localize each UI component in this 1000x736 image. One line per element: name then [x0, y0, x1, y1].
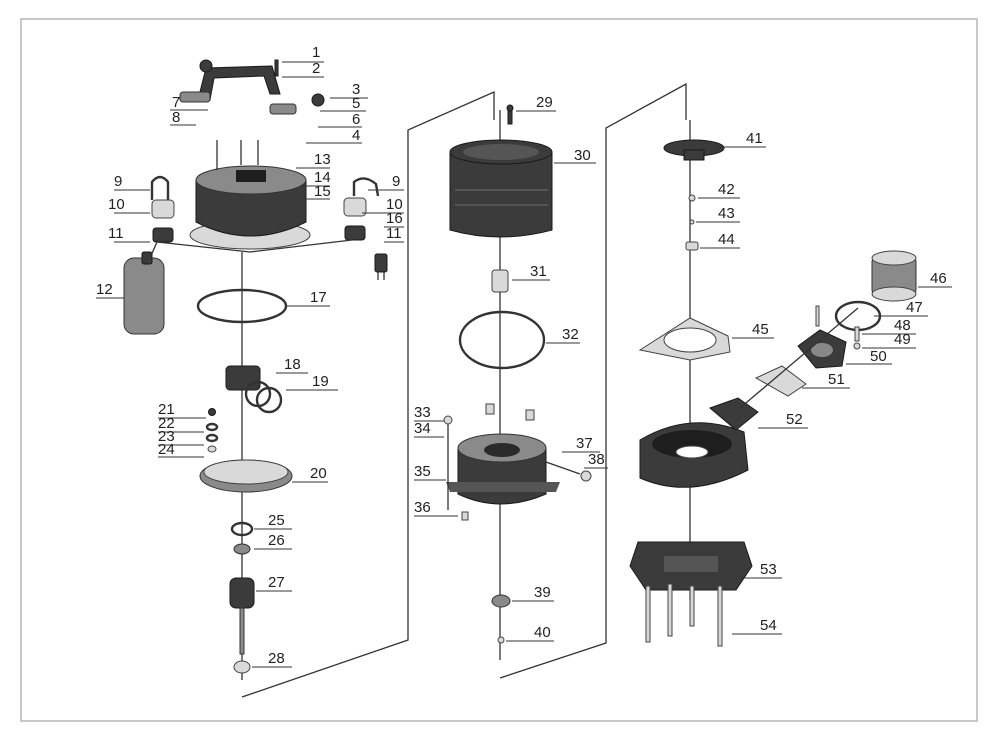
- callout-43: 43: [718, 205, 735, 222]
- callout-22: 22: [158, 415, 175, 432]
- callout-15: 15: [314, 183, 331, 200]
- callout-48: 48: [894, 317, 911, 334]
- impeller: [663, 139, 725, 161]
- gasket-51: [754, 365, 807, 397]
- callout-26: 26: [268, 532, 285, 549]
- callout-19: 19: [312, 373, 329, 390]
- callout-28: 28: [268, 650, 285, 667]
- callout-11-left: 11: [108, 225, 124, 242]
- o-ring-25: [230, 521, 254, 537]
- callout-labels: 1 2 3 5 6 4 7 8 13 14 15 9 10 11 12 9 10…: [96, 44, 947, 667]
- callout-34: 34: [414, 420, 431, 437]
- callout-2: 2: [312, 60, 320, 77]
- column-divider-line-2: [499, 82, 687, 679]
- callout-9-right: 9: [392, 173, 400, 190]
- callout-51: 51: [828, 371, 845, 388]
- callout-24: 24: [158, 441, 175, 458]
- screw-part: [274, 59, 279, 77]
- callout-40: 40: [534, 624, 551, 641]
- cable-line: [156, 239, 353, 253]
- callout-33: 33: [414, 404, 431, 421]
- capacitor-clamp: [244, 380, 283, 414]
- callout-17: 17: [310, 289, 327, 306]
- callout-36: 36: [414, 499, 431, 516]
- o-ring-32: [458, 310, 546, 370]
- cable-gland-right: [343, 177, 388, 280]
- motor-cover: [189, 140, 311, 250]
- wear-plate: [638, 317, 731, 361]
- callout-23: 23: [158, 428, 175, 445]
- callout-18: 18: [284, 356, 301, 373]
- callout-29: 29: [536, 94, 553, 111]
- bolt-48: [854, 326, 860, 342]
- o-ring-47: [834, 300, 882, 332]
- callout-44: 44: [718, 231, 735, 248]
- callout-39: 39: [534, 584, 551, 601]
- callout-12: 12: [96, 281, 113, 298]
- callout-38: 38: [588, 451, 605, 468]
- column-divider-line: [241, 91, 495, 698]
- handle-bracket: [179, 59, 325, 115]
- bearing-28: [233, 660, 251, 674]
- callout-37: 37: [576, 435, 593, 452]
- callout-11-right: 11: [386, 225, 402, 242]
- float-switch: [123, 241, 165, 335]
- callout-54: 54: [760, 617, 777, 634]
- callout-41: 41: [746, 130, 763, 147]
- bearing-39: [491, 594, 511, 608]
- callout-27: 27: [268, 574, 285, 591]
- capacitor: [225, 365, 261, 391]
- callout-30: 30: [574, 147, 591, 164]
- washer-43: [689, 219, 695, 225]
- callout-8: 8: [172, 109, 180, 126]
- callout-14: 14: [314, 169, 331, 186]
- callout-9-left: 9: [114, 173, 122, 190]
- callout-13: 13: [314, 151, 331, 168]
- small-fasteners: [205, 408, 219, 453]
- callout-42: 42: [718, 181, 735, 198]
- pump-base: [629, 541, 753, 591]
- callout-10-right: 10: [386, 196, 403, 213]
- cable-gland-left: [150, 175, 175, 243]
- key-44: [685, 241, 699, 251]
- callout-5: 5: [352, 95, 360, 112]
- washer-40: [497, 636, 505, 644]
- callout-50: 50: [870, 348, 887, 365]
- callout-47: 47: [906, 299, 923, 316]
- callout-10-left: 10: [108, 196, 125, 213]
- callout-20: 20: [310, 465, 327, 482]
- callout-3: 3: [352, 81, 360, 98]
- outlet-flange: [797, 305, 847, 369]
- callout-1: 1: [312, 44, 320, 61]
- seal-31: [491, 269, 509, 293]
- callout-35: 35: [414, 463, 431, 480]
- base-bolts: [645, 583, 723, 647]
- discharge-coupling: [871, 250, 917, 302]
- callout-45: 45: [752, 321, 769, 338]
- callout-4: 4: [352, 127, 360, 144]
- callout-31: 31: [530, 263, 547, 280]
- volute-casing: [639, 307, 859, 488]
- nut-42: [688, 194, 696, 202]
- callout-32: 32: [562, 326, 579, 343]
- stator-housing: [449, 139, 553, 238]
- callout-52: 52: [786, 411, 803, 428]
- bearing-26: [233, 543, 251, 555]
- callout-16: 16: [386, 210, 403, 227]
- callout-21: 21: [158, 401, 175, 418]
- callout-46: 46: [930, 270, 947, 287]
- callout-6: 6: [352, 111, 360, 128]
- leader-lines: [96, 61, 952, 668]
- rotor-shaft: [229, 577, 255, 655]
- callout-7: 7: [172, 94, 180, 111]
- callout-49: 49: [894, 331, 911, 348]
- callout-53: 53: [760, 561, 777, 578]
- pump-casing: [443, 403, 592, 521]
- bearing-plate: [199, 459, 293, 493]
- callout-25: 25: [268, 512, 285, 529]
